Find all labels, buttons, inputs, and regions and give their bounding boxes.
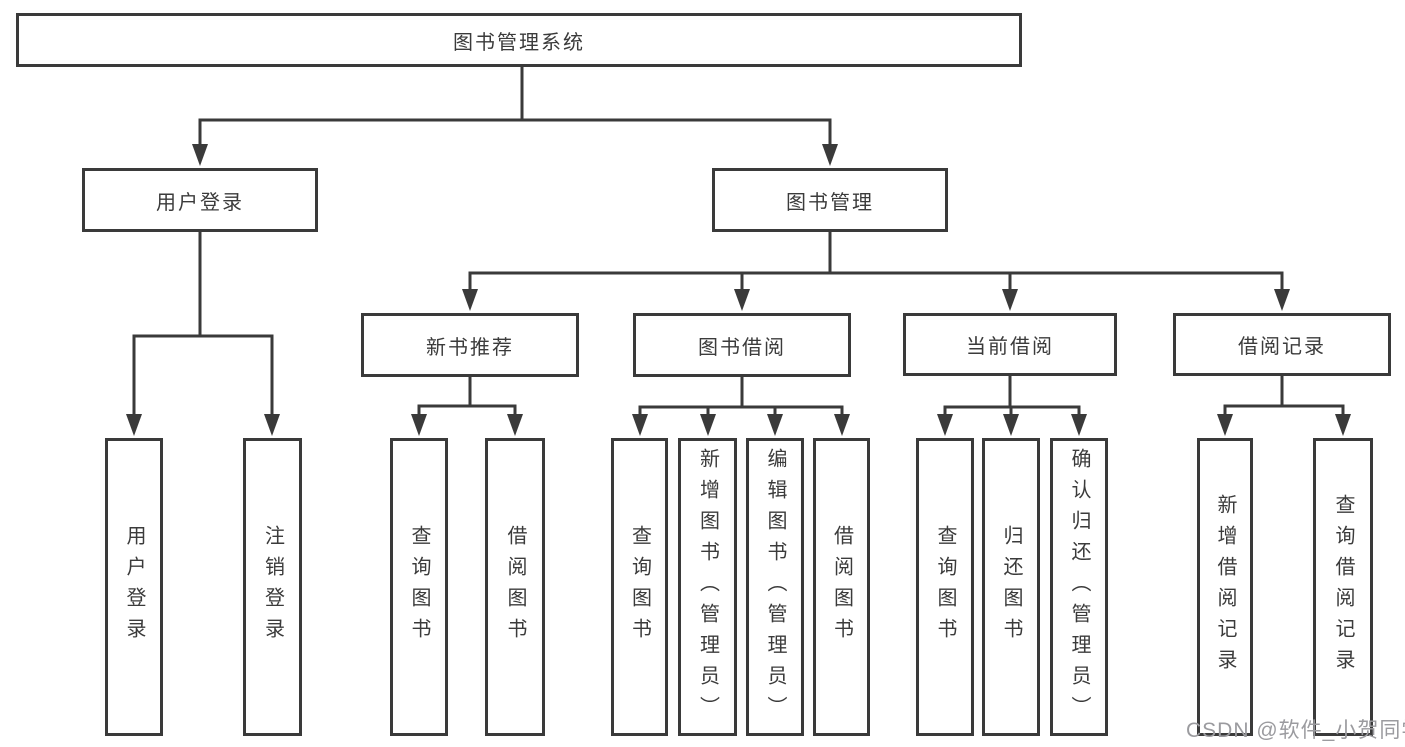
connector-new-book-children [411,375,523,436]
arrow-head [1003,414,1019,436]
connector-book-borrow-children [632,375,850,436]
leaf-logout: 注销登录 [243,438,302,736]
node-current-borrow-label: 当前借阅 [966,336,1054,358]
arrow-head [126,414,142,436]
node-current-borrow: 当前借阅 [903,313,1117,376]
node-borrow-records-label: 借阅记录 [1238,336,1326,358]
leaf-confirm-return-admin-label: 确认归还（管理员） [1068,447,1090,727]
leaf-borrow-books-recommend-label: 借阅图书 [504,525,526,649]
arrow-head [1217,414,1233,436]
leaf-query-books-borrow-label: 查询图书 [628,525,651,649]
leaf-return-book-label: 归还图书 [1000,525,1022,649]
leaf-edit-book-admin-label: 编辑图书（管理员） [764,447,786,727]
node-new-book-recommend-label: 新书推荐 [426,336,514,359]
leaf-query-books-recommend: 查询图书 [390,438,448,736]
arrow-head [822,144,838,166]
connector-book-mgmt-children [462,230,1290,311]
arrow-head [1335,414,1351,436]
node-book-borrow: 图书借阅 [633,313,851,377]
leaf-borrow-books: 借阅图书 [813,438,870,736]
arrow-head [411,414,427,436]
node-user-login: 用户登录 [82,168,318,232]
leaf-confirm-return-admin: 确认归还（管理员） [1050,438,1108,736]
leaf-borrow-books-recommend: 借阅图书 [485,438,545,736]
arrow-head [734,289,750,311]
connector-borrow-records-children [1217,374,1351,436]
arrow-head [767,414,783,436]
leaf-add-book-admin: 新增图书（管理员） [678,438,737,736]
node-new-book-recommend: 新书推荐 [361,313,579,377]
arrow-head [632,414,648,436]
leaf-add-book-admin-label: 新增图书（管理员） [696,447,719,727]
node-book-management-label: 图书管理 [786,191,874,214]
connector-current-borrow-children [937,374,1087,436]
leaf-add-borrow-record-label: 新增借阅记录 [1214,494,1236,680]
node-library-system-label: 图书管理系统 [453,31,585,54]
leaf-add-borrow-record: 新增借阅记录 [1197,438,1253,736]
node-library-system: 图书管理系统 [16,13,1022,67]
node-book-management: 图书管理 [712,168,948,232]
leaf-query-borrow-record: 查询借阅记录 [1313,438,1373,736]
arrow-head [462,289,478,311]
leaf-logout-label: 注销登录 [261,525,284,649]
leaf-query-books-recommend-label: 查询图书 [408,525,430,649]
leaf-borrow-books-label: 借阅图书 [830,525,853,649]
node-borrow-records: 借阅记录 [1173,313,1391,376]
arrow-head [937,414,953,436]
leaf-query-borrow-record-label: 查询借阅记录 [1332,494,1354,680]
leaf-edit-book-admin: 编辑图书（管理员） [746,438,804,736]
leaf-query-books-borrow: 查询图书 [611,438,668,736]
leaf-query-books-current-label: 查询图书 [934,525,956,649]
node-user-login-label: 用户登录 [156,191,244,214]
arrow-head [507,414,523,436]
arrow-head [1274,289,1290,311]
arrow-head [1071,414,1087,436]
arrow-head [834,414,850,436]
leaf-user-login-label: 用户登录 [123,525,145,649]
connector-user-login-children [126,230,280,436]
leaf-return-book: 归还图书 [982,438,1040,736]
node-book-borrow-label: 图书借阅 [698,336,786,359]
leaf-user-login: 用户登录 [105,438,163,736]
leaf-query-books-current: 查询图书 [916,438,974,736]
arrow-head [192,144,208,166]
arrow-head [264,414,280,436]
arrow-head [1002,289,1018,311]
arrow-head [700,414,716,436]
connector-root-to-level2 [192,65,838,166]
csdn-watermark: CSDN @软件_小贺同学 [1186,719,1405,742]
